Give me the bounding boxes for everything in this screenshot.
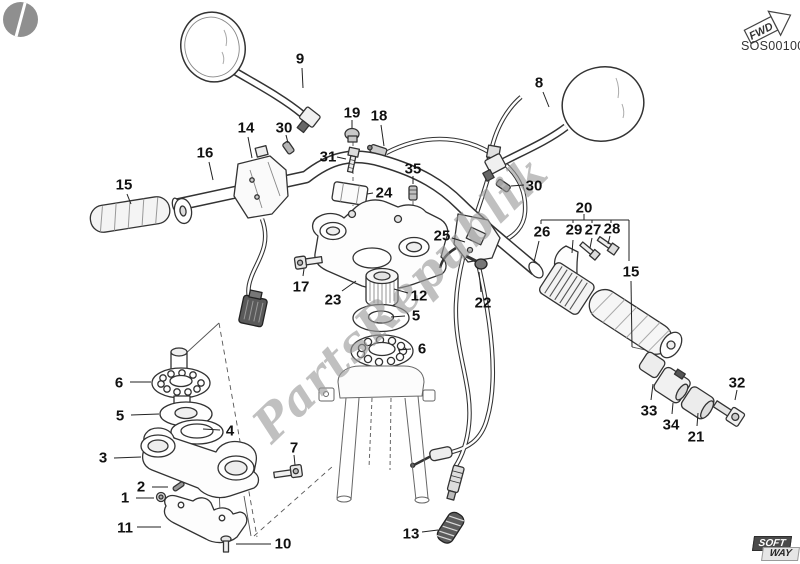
lower-steering-stack <box>151 347 224 445</box>
return-spring <box>436 511 465 544</box>
disc-logo-slash <box>14 2 27 37</box>
brand-disc-logo <box>3 2 38 37</box>
nut-1 <box>155 491 167 503</box>
bar-end-weight-21 <box>680 386 715 420</box>
right-mirror-mount <box>482 153 507 182</box>
lever-bolt-27 <box>579 241 601 261</box>
steering-stem-nut <box>365 267 399 309</box>
left-mirror-mount <box>296 106 321 134</box>
left-grip-spacer <box>173 197 193 225</box>
adjuster-screw-31 <box>346 146 361 174</box>
dowel-pin-35 <box>408 185 418 201</box>
cable-threaded-end <box>446 464 465 501</box>
throttle-sleeve <box>539 262 595 315</box>
left-mirror <box>180 11 321 134</box>
bar-end-bushing-33 <box>638 351 666 379</box>
fork-assembly <box>318 365 436 504</box>
bar-end-bushing-34 <box>653 366 691 404</box>
steering-washer <box>352 303 410 333</box>
diagram-code: SOS00100 <box>741 39 800 53</box>
fwd-direction-marker: FWD <box>738 2 798 46</box>
left-grip <box>89 196 171 233</box>
softway-logo-line2: WAY <box>761 547 800 561</box>
callout-20-bracket <box>540 214 630 261</box>
screw-22 <box>465 254 488 270</box>
right-grip-end <box>659 331 683 359</box>
guard-plate <box>163 494 248 544</box>
handlebar-clamp <box>331 181 369 206</box>
clamp-bolt-7 <box>273 464 303 479</box>
yoke-pinch-bolt <box>293 255 323 270</box>
cable-connector <box>238 289 268 328</box>
lower-triple-clamp <box>140 427 260 499</box>
spring-pin-30-left <box>282 140 295 155</box>
screw-cap-19 <box>344 127 360 143</box>
softway-logo: SOFT WAY <box>751 536 800 561</box>
fwd-arrow-icon: FWD <box>743 10 792 45</box>
steering-bearing <box>350 334 414 368</box>
bar-end-bolt-32 <box>712 400 746 427</box>
control-cables <box>238 95 528 544</box>
top-yoke <box>311 199 449 290</box>
spring-pin-30-right <box>495 178 511 193</box>
left-switch-housing <box>233 145 289 219</box>
lever-bolt-28 <box>596 236 620 256</box>
guard-screw-10 <box>220 535 232 553</box>
right-mirror <box>482 66 645 182</box>
cable-barrel-end <box>410 446 453 468</box>
pin-2 <box>172 481 185 492</box>
right-switch-housing <box>438 213 501 269</box>
